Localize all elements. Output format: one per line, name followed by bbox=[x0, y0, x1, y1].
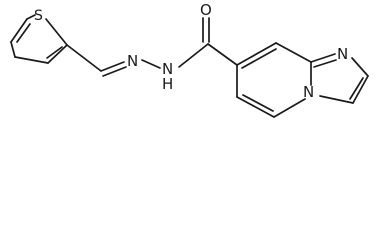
bond bbox=[10, 18, 28, 43]
bond bbox=[310, 53, 336, 63]
bond bbox=[45, 18, 68, 46]
thiophene-ring bbox=[10, 14, 68, 64]
bond bbox=[319, 95, 354, 104]
atom-label-s: S bbox=[34, 8, 43, 24]
atom-label-n-bridge: N bbox=[303, 83, 314, 101]
bond bbox=[26, 14, 36, 20]
bond bbox=[10, 41, 16, 58]
bond bbox=[207, 43, 238, 66]
bond bbox=[275, 42, 312, 63]
imidazole-ring bbox=[310, 53, 369, 104]
bond bbox=[178, 43, 209, 68]
bond bbox=[241, 48, 277, 69]
bond bbox=[236, 42, 277, 66]
bond bbox=[46, 46, 63, 59]
bond bbox=[141, 59, 161, 69]
bond bbox=[66, 44, 102, 72]
bond bbox=[242, 94, 274, 112]
bond bbox=[313, 59, 337, 68]
bond bbox=[351, 57, 369, 77]
bond bbox=[349, 77, 364, 100]
bond bbox=[100, 61, 125, 72]
atom-label-n-imidazole: N bbox=[337, 45, 348, 63]
bond bbox=[16, 23, 31, 43]
bond bbox=[14, 56, 49, 64]
atom-label-n-imine: N bbox=[127, 52, 138, 70]
bond bbox=[273, 98, 306, 118]
bond bbox=[236, 96, 275, 118]
structure-diagram: S O N N H N N bbox=[10, 1, 369, 118]
molecule-svg: S O N N H N N bbox=[10, 1, 369, 118]
amide-group bbox=[178, 17, 238, 68]
atom-label-h-amide: H bbox=[162, 75, 173, 93]
atom-label-n-amide: N bbox=[162, 60, 173, 78]
bond bbox=[352, 75, 369, 104]
hydrazone-linker bbox=[66, 44, 161, 77]
bond bbox=[47, 44, 68, 64]
atom-label-o: O bbox=[200, 1, 212, 19]
bond bbox=[102, 66, 127, 77]
pyridine-ring bbox=[236, 42, 312, 118]
